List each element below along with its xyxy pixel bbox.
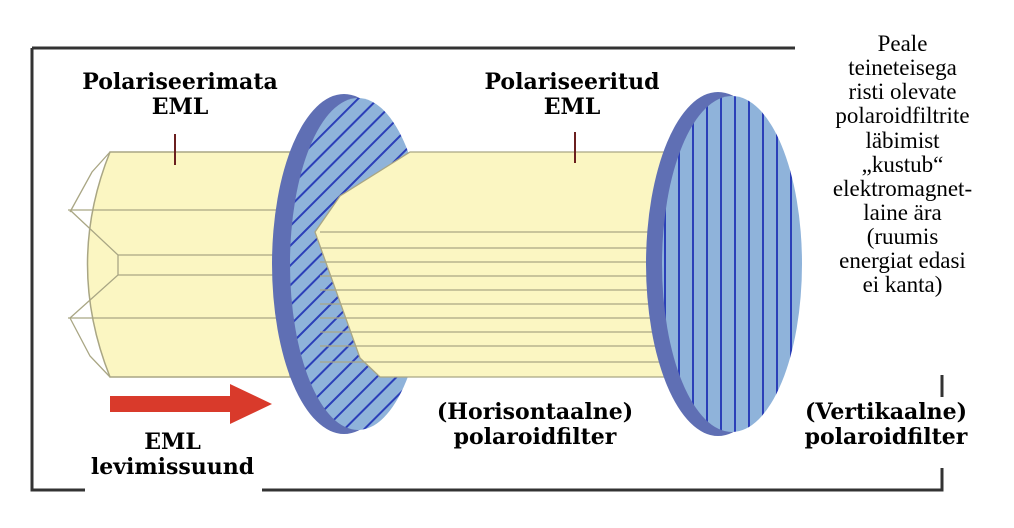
unpolarized-label: Polariseerimata EML [70,70,290,119]
horizontal-filter-label-line2: polaroidfilter [453,423,617,450]
explanation-note-line: „kustub“ [861,151,944,177]
explanation-note-line: läbimist [865,127,940,153]
polarized-label-line2: EML [543,93,601,120]
direction-label-line2: levimissuund [90,453,255,480]
vertical-filter-label: (Vertikaalne) polaroidfilter [786,400,986,449]
vertical-filter [646,92,802,436]
unpolarized-label-line2: EML [151,93,209,120]
explanation-note-line: laine ära [863,199,942,225]
direction-label: EML levimissuund [75,430,270,479]
explanation-note-line: risti olevate [848,79,957,105]
explanation-note-line: Peale [877,31,928,56]
arrow-right-icon [110,384,272,424]
horizontal-filter-label: (Horisontaalne) polaroidfilter [415,400,655,449]
polarized-label: Polariseeritud EML [462,70,682,119]
explanation-note-line: teineteisega [848,55,957,81]
frame-line [30,46,944,492]
unpolarized-beam [68,151,291,378]
explanation-note-line: ei kanta) [862,272,943,298]
polarized-beam [314,151,691,378]
explanation-note-line: elektromagnet- [832,175,973,201]
explanation-note-line: (ruumis [866,224,939,250]
explanation-note-line: polaroidfiltrite [835,103,970,129]
horizontal-filter-label-line1: (Horisontaalne) [436,399,634,425]
direction-label-line1: EML [144,429,201,455]
vertical-filter-label-line2: polaroidfilter [804,423,968,450]
vertical-filter-label-line1: (Vertikaalne) [804,399,968,425]
unpolarized-label-line1: Polariseerimata [82,69,278,95]
polarized-label-line1: Polariseeritud [484,69,660,95]
explanation-note-line: energiat edasi [839,248,966,274]
